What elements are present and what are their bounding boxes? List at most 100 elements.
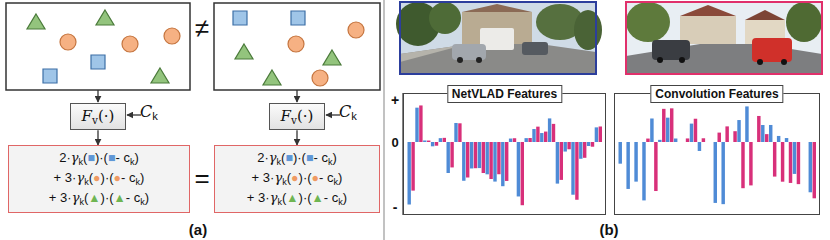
glyph: ▲ — [286, 191, 298, 205]
panel-label: (b) — [599, 222, 618, 237]
feature-bar — [454, 123, 457, 142]
figure-part — [457, 57, 463, 63]
feature-bar — [470, 142, 473, 168]
glyph: ( — [83, 150, 87, 165]
glyph: γ — [72, 190, 80, 205]
figure-part — [757, 59, 763, 65]
glyph: c — [134, 190, 141, 205]
feature-bar — [548, 118, 551, 142]
glyph: F — [281, 107, 291, 125]
glyph: c — [332, 190, 339, 205]
feature-bar — [505, 142, 508, 181]
panel-divider — [383, 0, 384, 240]
flow-arrow — [97, 130, 98, 145]
feature-bar — [793, 142, 796, 174]
feature-bar — [741, 142, 744, 188]
glyph: k — [277, 157, 282, 167]
feature-bar — [813, 142, 816, 198]
glyph: ) — [308, 107, 314, 125]
feature-bar — [646, 139, 649, 142]
glyph: γ — [270, 190, 278, 205]
feature-bar — [765, 134, 768, 142]
feature-bar — [658, 140, 661, 142]
glyph — [328, 190, 332, 205]
feature-bar — [556, 142, 559, 184]
glyph: ( — [98, 107, 104, 125]
glyph: + — [247, 190, 255, 205]
feature-bar — [749, 142, 752, 185]
formula-box: 2·γk(■)·(■- ck) + 3·γk(●)·(●- ck) + 3·γk… — [8, 145, 190, 213]
feature-bar — [450, 142, 453, 167]
feature-bar — [626, 142, 629, 189]
glyph: ▲ — [88, 191, 100, 205]
glyph: - — [324, 190, 328, 205]
figure-part — [574, 10, 602, 50]
feature-bar — [729, 142, 732, 143]
feature-bar — [666, 118, 669, 142]
feature-bar — [737, 120, 740, 142]
feature-bar — [447, 142, 450, 173]
feature-bar — [536, 127, 539, 142]
glyph: · — [66, 150, 70, 165]
glyph: ■ — [285, 151, 292, 165]
feature-symbol — [288, 36, 304, 52]
feature-bar — [777, 136, 780, 142]
feature-bar — [486, 142, 489, 174]
feature-bar — [517, 142, 520, 196]
glyph: 2 — [59, 150, 66, 165]
feature-symbol — [235, 44, 253, 59]
bar-chart-frame: Convolution Features — [614, 93, 820, 215]
feature-bar — [634, 142, 637, 182]
glyph: ■ — [306, 151, 313, 165]
axis-label: 0 — [391, 136, 398, 149]
glyph: ( — [109, 190, 113, 205]
feature-bar — [443, 138, 446, 142]
feature-bar — [630, 142, 633, 143]
feature-bar — [525, 138, 528, 142]
glyph: · — [99, 150, 103, 165]
glyph: ● — [312, 171, 319, 185]
glyph: ■ — [108, 151, 115, 165]
feature-bar — [725, 126, 728, 142]
feature-bar — [427, 141, 430, 142]
feature-bar — [718, 133, 721, 142]
glyph: ) — [134, 150, 138, 165]
feature-symbol — [323, 50, 341, 65]
figure-part — [462, 4, 532, 12]
figure-part — [679, 57, 685, 63]
feature-bar — [532, 129, 535, 142]
figure-part — [476, 57, 482, 63]
feature-bar — [478, 142, 481, 168]
feature-bar — [564, 142, 567, 152]
glyph: k — [152, 110, 158, 122]
feature-bar — [721, 142, 724, 204]
street-photo — [396, 2, 602, 74]
feature-symbol — [263, 70, 281, 85]
glyph: ( — [297, 107, 303, 125]
glyph: ● — [291, 171, 298, 185]
glyph: k — [140, 197, 145, 207]
glyph: k — [334, 177, 339, 187]
glyph: k — [338, 197, 343, 207]
chart-title: NetVLAD Features — [447, 85, 562, 103]
glyph: ) — [299, 190, 303, 205]
feature-bar — [769, 125, 772, 142]
figure-part — [408, 105, 817, 205]
feature-bar — [575, 142, 578, 200]
glyph: ■ — [87, 151, 94, 165]
figure-part — [786, 2, 822, 42]
feature-bar — [521, 142, 524, 205]
glyph: ) — [293, 150, 297, 165]
feature-bar — [674, 139, 677, 142]
feature-bar — [462, 142, 465, 181]
feature-bar — [599, 126, 602, 142]
glyph: + — [252, 170, 260, 185]
glyph: k — [84, 177, 89, 187]
figure-part — [626, 2, 822, 74]
glyph: ▲ — [312, 191, 324, 205]
glyph: C — [339, 102, 351, 121]
glyph: ▲ — [114, 191, 126, 205]
feature-bar — [513, 138, 516, 142]
feature-bar — [579, 142, 582, 159]
figure-part — [400, 2, 596, 74]
